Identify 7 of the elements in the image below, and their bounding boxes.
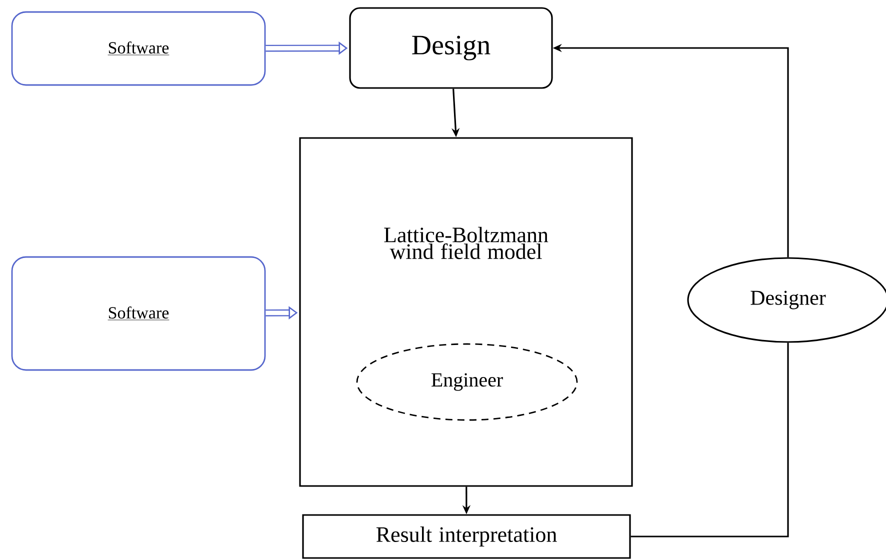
model-box (299, 137, 633, 487)
software-box: Software (11, 11, 266, 86)
process-box: Design (349, 7, 553, 89)
software-box: Software (11, 256, 266, 371)
process-box: Result interpretation (302, 514, 631, 559)
connector-line (630, 342, 789, 538)
model-title: Lattice-Boltzmann wind field model (384, 226, 548, 260)
